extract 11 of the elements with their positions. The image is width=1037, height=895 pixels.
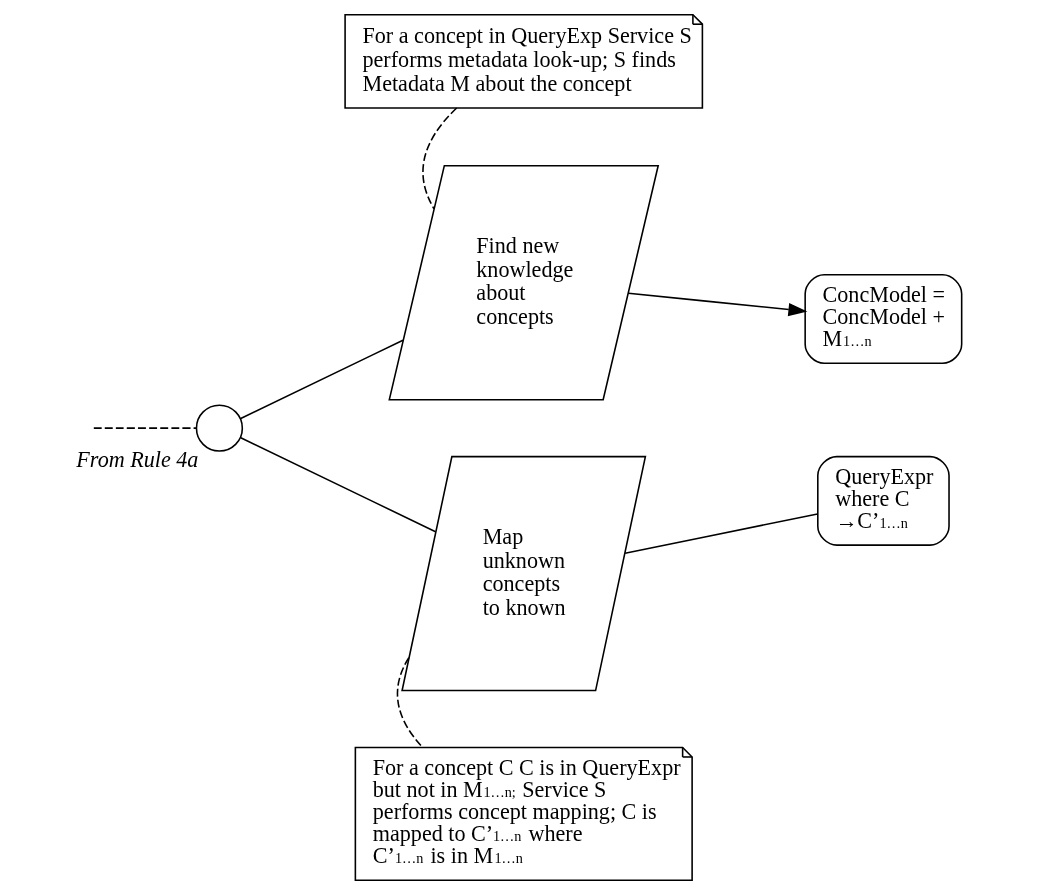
connector <box>396 656 423 749</box>
connector <box>623 513 818 555</box>
node-box: QueryExpr where C →C’1…n <box>816 455 950 546</box>
arrow <box>627 292 807 317</box>
connector <box>239 339 404 420</box>
connector <box>92 427 197 429</box>
node-box: ConcModel = ConcModel + M1…n <box>803 274 962 365</box>
node-circle <box>195 404 243 452</box>
connector <box>421 107 457 210</box>
connector <box>239 436 436 533</box>
node-label: From Rule 4a <box>75 447 198 473</box>
